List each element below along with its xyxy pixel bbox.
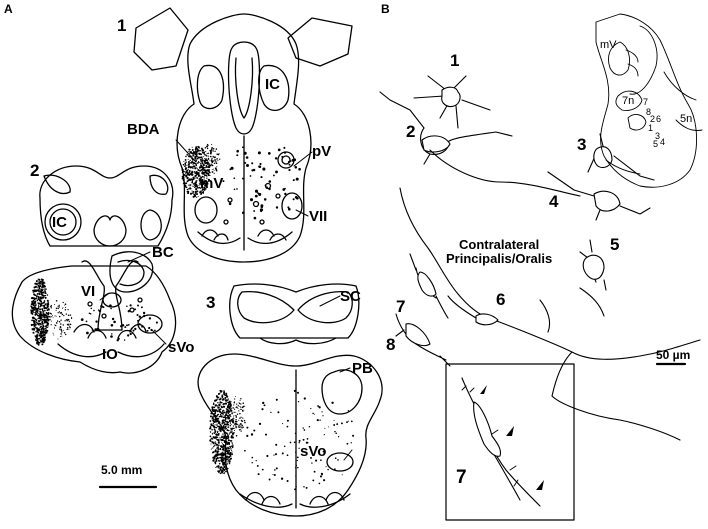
map-mark-1: 1 (648, 123, 654, 133)
label-pb: PB (352, 360, 373, 377)
label-vi: VI (81, 283, 96, 300)
map-mark-7: 7 (643, 97, 649, 107)
label-svo-section-2: sVo (168, 339, 195, 356)
map-mark-2: 2 (650, 114, 656, 124)
section-number-1: 1 (117, 16, 127, 35)
map-label-7n: 7n (622, 95, 635, 107)
section-3-drawing (197, 283, 383, 517)
label-pv: pV (312, 143, 332, 160)
panel-label-b: B (381, 2, 390, 16)
label-vii: VII (309, 208, 328, 225)
label-svo-section-3: sVo (300, 443, 327, 460)
section-1-drawing (133, 7, 353, 263)
panel-label-a: A (4, 2, 13, 16)
cell-number-6: 6 (496, 290, 506, 309)
cell-5-annotation: Contralateral Principalis/Oralis (446, 237, 553, 266)
neurons-drawing (379, 75, 701, 441)
label-mv-section-1: mV (200, 175, 224, 192)
cell-number-8: 8 (386, 335, 396, 354)
label-io: IO (102, 346, 118, 363)
map-mark-8: 8 (646, 107, 652, 117)
cell-number-3: 3 (577, 135, 587, 154)
cell-number-4: 4 (549, 192, 559, 211)
label-ic-section-2: IC (52, 214, 67, 231)
map-mark-3: 3 (655, 131, 661, 141)
cell-number-7: 7 (396, 297, 406, 316)
section-number-3: 3 (206, 293, 216, 312)
brainstem-map (595, 13, 703, 188)
inset-label: 7 (456, 467, 467, 488)
label-ic-section-1: IC (265, 76, 280, 93)
section-2-drawing (11, 165, 177, 374)
scale-bar-a-label: 5.0 mm (101, 463, 143, 477)
map-label-mv: mV (600, 39, 617, 51)
map-mark-5: 5 (653, 139, 659, 149)
cell-number-1: 1 (450, 51, 460, 70)
label-bc: BC (152, 244, 174, 261)
inset-neuron-7 (445, 363, 575, 521)
map-label-5n: 5n (680, 113, 693, 125)
bda-label-clusters (30, 143, 355, 491)
label-bda: BDA (127, 121, 160, 138)
cell-number-5: 5 (610, 235, 620, 254)
label-sc: SC (340, 288, 361, 305)
cell-number-2: 2 (406, 122, 416, 141)
section-number-2: 2 (30, 161, 40, 180)
map-mark-4: 4 (660, 137, 666, 147)
scale-bar-b-label: 50 µm (656, 348, 691, 362)
map-mark-6: 6 (656, 114, 662, 124)
